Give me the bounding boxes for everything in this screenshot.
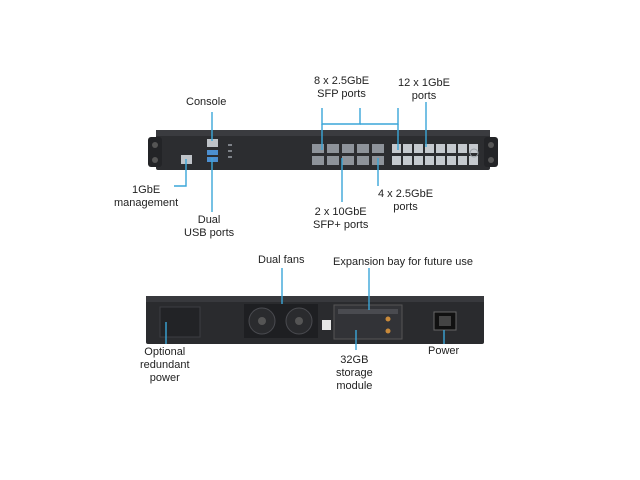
sfp-cage <box>372 144 384 153</box>
rj45-port <box>469 144 478 153</box>
front-console-port <box>207 139 218 147</box>
sfp-cage <box>327 156 339 165</box>
label-power: Power <box>428 345 460 357</box>
rj45-port <box>447 144 456 153</box>
sfp-cage <box>342 144 354 153</box>
front-rj45-ports <box>392 144 478 165</box>
label-gbe25: 4 x 2.5GbE ports <box>378 188 434 213</box>
rear-psu-bay <box>159 306 201 338</box>
rj45-port <box>458 156 467 165</box>
rj45-port <box>425 156 434 165</box>
sfp-cage <box>312 144 324 153</box>
label-management: 1GbE management <box>114 184 179 209</box>
label-storage: 32GB storage module <box>336 354 373 392</box>
label-expansion: Expansion bay for future use <box>333 256 474 268</box>
rj45-port <box>447 156 456 165</box>
rj45-port <box>392 144 401 153</box>
rj45-port <box>436 144 445 153</box>
sfp-cage <box>312 156 324 165</box>
front-logo <box>469 148 479 158</box>
label-psu: Optional redundant power <box>140 346 190 384</box>
rj45-port <box>414 156 423 165</box>
label-gbe12: 12 x 1GbE ports <box>398 77 450 102</box>
rear-fans <box>244 304 318 338</box>
label-sfp25: 8 x 2.5GbE SFP ports <box>314 75 370 100</box>
rj45-port <box>414 144 423 153</box>
label-usb: Dual USB ports <box>184 214 235 239</box>
sfp-cage <box>327 144 339 153</box>
rear-power-inlet <box>433 311 457 331</box>
rear-expansion-bay <box>322 304 403 340</box>
label-console: Console <box>186 96 227 108</box>
rj45-port <box>403 156 412 165</box>
label-fans: Dual fans <box>258 254 305 266</box>
sfp-cage <box>342 156 354 165</box>
rj45-port <box>403 144 412 153</box>
rj45-port <box>458 144 467 153</box>
front-status-leds <box>228 144 232 158</box>
rj45-port <box>436 156 445 165</box>
rj45-port <box>392 156 401 165</box>
sfp-cage <box>357 144 369 153</box>
sfp-cage <box>357 156 369 165</box>
rj45-port <box>469 156 478 165</box>
rj45-port <box>425 144 434 153</box>
label-sfpplus: 2 x 10GbE SFP+ ports <box>313 206 369 231</box>
